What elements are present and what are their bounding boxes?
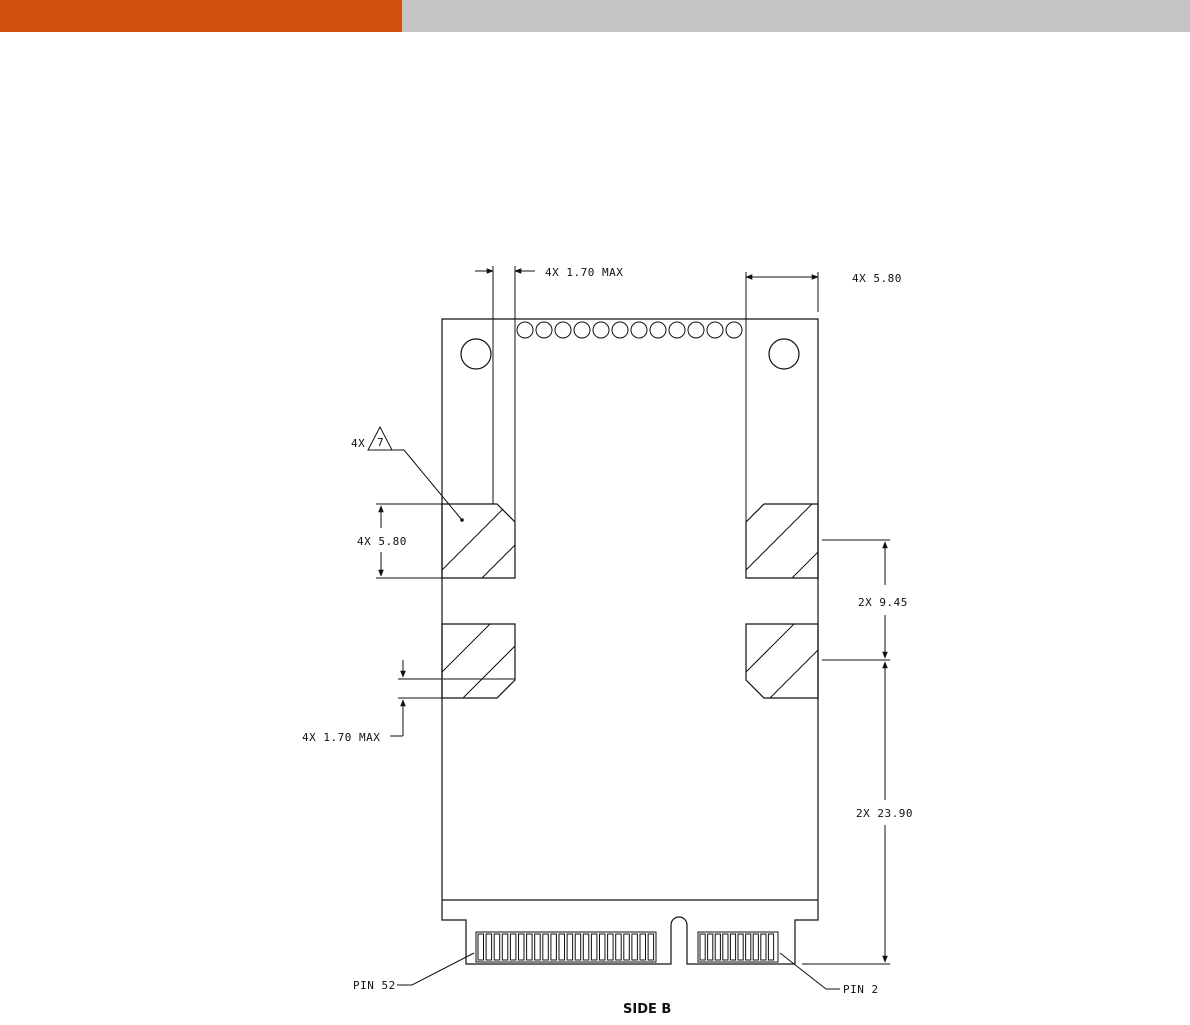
connector-pin bbox=[559, 934, 565, 960]
view-title: SIDE B bbox=[623, 1002, 671, 1017]
connector-pin bbox=[575, 934, 581, 960]
connector-pin bbox=[478, 934, 484, 960]
connector-pin bbox=[567, 934, 573, 960]
dim-top-right-label: 4X 5.80 bbox=[852, 272, 902, 285]
connector-pin bbox=[730, 934, 735, 960]
pin-left-label: PIN 52 bbox=[353, 979, 396, 992]
connector-pin bbox=[583, 934, 589, 960]
test-pad bbox=[631, 322, 647, 338]
connector-pin bbox=[519, 934, 525, 960]
test-pad bbox=[536, 322, 552, 338]
connector-pin bbox=[768, 934, 773, 960]
connector-pin bbox=[761, 934, 766, 960]
test-pad bbox=[726, 322, 742, 338]
dim-right-lower-label: 2X 23.90 bbox=[856, 807, 913, 820]
note-callout: 4X 7 bbox=[351, 427, 464, 522]
dim-right-upper-label: 2X 9.45 bbox=[858, 596, 908, 609]
connector-pin bbox=[708, 934, 713, 960]
test-pad bbox=[669, 322, 685, 338]
connector-pin bbox=[640, 934, 646, 960]
test-pad bbox=[650, 322, 666, 338]
test-pad bbox=[517, 322, 533, 338]
mount-hole-left bbox=[461, 339, 491, 369]
connector-pin bbox=[551, 934, 557, 960]
connector-pin bbox=[746, 934, 751, 960]
card-outline bbox=[442, 319, 818, 964]
connector-pin bbox=[616, 934, 622, 960]
connector-pin bbox=[700, 934, 705, 960]
connector-pin bbox=[494, 934, 500, 960]
pin-right-label: PIN 2 bbox=[843, 983, 879, 996]
test-pad bbox=[688, 322, 704, 338]
dim-left-chamfer: 4X 1.70 MAX bbox=[302, 660, 442, 744]
keepout-upper-right bbox=[746, 504, 818, 578]
test-pad bbox=[555, 322, 571, 338]
connector-pin bbox=[648, 934, 654, 960]
test-pad bbox=[593, 322, 609, 338]
connector-pin bbox=[543, 934, 549, 960]
keepout-upper-left bbox=[442, 504, 515, 578]
dim-left-height: 4X 5.80 bbox=[357, 504, 442, 578]
mount-hole-right bbox=[769, 339, 799, 369]
connector-pin bbox=[738, 934, 743, 960]
keepout-lower-right bbox=[746, 624, 818, 698]
note-number: 7 bbox=[377, 436, 384, 449]
dim-right-stack: 2X 9.45 2X 23.90 bbox=[802, 540, 913, 964]
keepout-lower-left bbox=[442, 624, 515, 698]
connector-pin bbox=[624, 934, 630, 960]
connector-pin bbox=[753, 934, 758, 960]
connector-pin bbox=[608, 934, 614, 960]
connector-pin bbox=[486, 934, 492, 960]
dim-left-chamfer-label: 4X 1.70 MAX bbox=[302, 731, 380, 744]
connector-pin bbox=[502, 934, 508, 960]
connector-pin bbox=[715, 934, 720, 960]
dim-top-left: 4X 1.70 MAX bbox=[475, 266, 623, 522]
dim-top-left-label: 4X 1.70 MAX bbox=[545, 266, 623, 279]
connector-pin bbox=[723, 934, 728, 960]
connector-pin bbox=[591, 934, 597, 960]
connector-pins-right bbox=[698, 932, 778, 962]
dim-top-right: 4X 5.80 bbox=[746, 272, 902, 522]
note-prefix: 4X bbox=[351, 437, 365, 450]
test-pad bbox=[574, 322, 590, 338]
dim-left-height-label: 4X 5.80 bbox=[357, 535, 407, 548]
connector-pin bbox=[510, 934, 516, 960]
test-pad bbox=[612, 322, 628, 338]
connector-pins-left bbox=[476, 932, 656, 962]
test-pad-row bbox=[517, 322, 742, 338]
test-pad bbox=[707, 322, 723, 338]
connector-pin bbox=[600, 934, 606, 960]
connector-pin bbox=[632, 934, 638, 960]
connector-pin bbox=[535, 934, 541, 960]
connector-pin bbox=[527, 934, 533, 960]
